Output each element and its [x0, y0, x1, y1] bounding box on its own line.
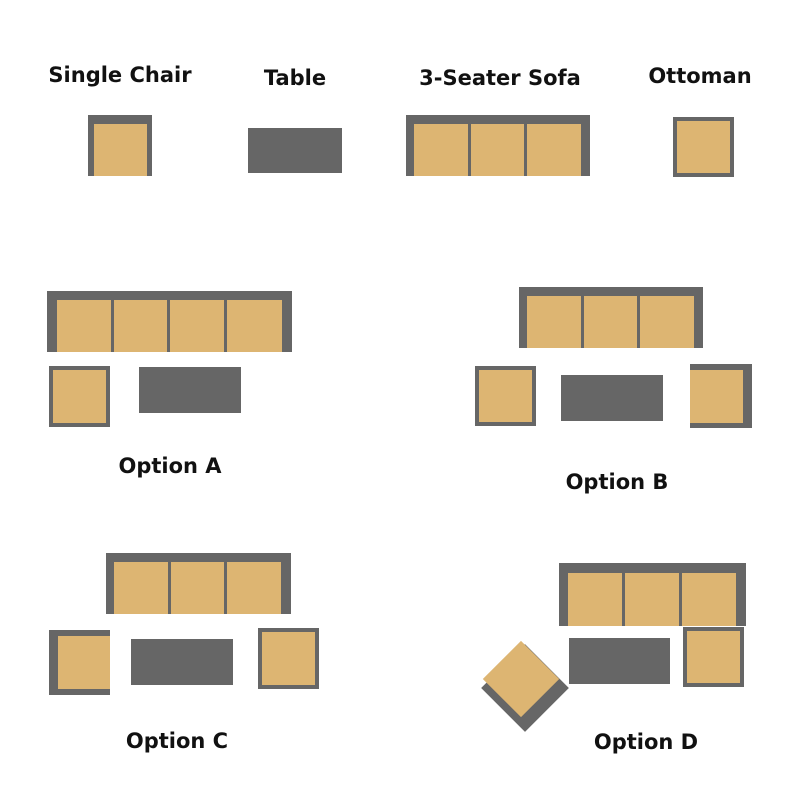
option-a-ottoman-top	[53, 370, 106, 423]
option-b-single-chair-seat	[690, 370, 743, 423]
option-a-sofa-seat-3	[170, 300, 224, 352]
legend-sofa-seat-2	[471, 124, 524, 176]
option-c-sofa-seat-2	[171, 562, 224, 614]
option-a-sofa-seat-1	[57, 300, 111, 352]
legend-single-chair-seat	[94, 124, 147, 176]
label-sofa: 3-Seater Sofa	[419, 66, 581, 90]
label-table: Table	[263, 66, 327, 90]
label-single-chair: Single Chair	[48, 63, 192, 87]
option-b-sofa-seat-3	[640, 296, 694, 348]
option-a-label: Option A	[118, 454, 222, 478]
option-d-sofa-seat-2	[625, 573, 679, 626]
option-b-label: Option B	[565, 470, 669, 494]
option-d-label: Option D	[593, 730, 699, 754]
option-b-ottoman-top	[479, 370, 532, 422]
option-c-label: Option C	[125, 729, 229, 753]
option-a-table	[139, 367, 241, 413]
option-a-sofa-seat-2	[114, 300, 167, 352]
option-c-sofa-seat-1	[114, 562, 168, 614]
option-d-sofa-seat-3	[682, 573, 736, 626]
legend-sofa-seat-3	[527, 124, 581, 176]
option-c-table	[131, 639, 233, 685]
option-b-table	[561, 375, 663, 421]
legend-ottoman-top	[677, 121, 730, 173]
option-b-sofa-seat-1	[527, 296, 581, 348]
label-ottoman: Ottoman	[648, 64, 752, 88]
option-b-sofa-seat-2	[584, 296, 637, 348]
legend-sofa-seat-1	[414, 124, 468, 176]
option-c-sofa-seat-3	[227, 562, 281, 614]
option-d-ottoman-top	[687, 631, 740, 683]
option-d-sofa-seat-1	[568, 573, 622, 626]
option-c-ottoman-top	[262, 632, 315, 685]
option-a-sofa-seat-4	[227, 300, 282, 352]
option-d-table	[569, 638, 670, 684]
option-c-single-chair-seat	[58, 636, 110, 689]
legend-table	[248, 128, 342, 173]
